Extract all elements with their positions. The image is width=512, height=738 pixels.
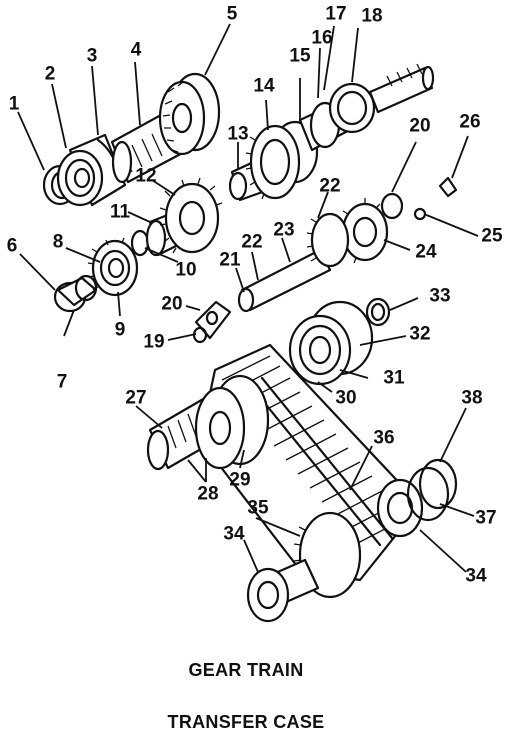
- part-label-10: 10: [175, 260, 196, 281]
- part-6-pilot-cap: [53, 274, 98, 313]
- part-label-32: 32: [409, 324, 430, 345]
- part-label-19: 19: [143, 332, 164, 353]
- part-label-22-lower: 22: [241, 232, 262, 253]
- part-label-33: 33: [429, 286, 450, 307]
- part-label-27: 27: [125, 388, 146, 409]
- part-label-34-left: 34: [223, 524, 245, 545]
- part-label-34-right: 34: [465, 566, 487, 587]
- part-label-18: 18: [361, 6, 382, 27]
- part-label-1: 1: [9, 94, 20, 115]
- part-5-drive-gear: [158, 72, 221, 156]
- part-label-8: 8: [53, 232, 64, 253]
- part-label-6: 6: [7, 236, 18, 257]
- part-label-21: 21: [219, 250, 241, 271]
- part-24-gear: [338, 192, 404, 264]
- part-label-3: 3: [87, 46, 98, 67]
- part-label-30: 30: [335, 388, 356, 409]
- part-label-24: 24: [415, 242, 437, 263]
- part-label-11: 11: [110, 202, 131, 223]
- part-label-25: 25: [481, 226, 503, 247]
- part-label-4: 4: [131, 40, 142, 61]
- part-label-15: 15: [289, 46, 311, 67]
- part-27-front-output-shaft: [146, 374, 270, 471]
- part-label-23: 23: [273, 220, 294, 241]
- part-label-12: 12: [135, 166, 156, 187]
- part-label-16: 16: [311, 28, 332, 49]
- part-label-35: 35: [247, 498, 269, 519]
- part-label-22-upper: 22: [319, 176, 340, 197]
- part-34-rear-output-shaft: [246, 511, 362, 623]
- part-label-26: 26: [459, 112, 480, 133]
- part-37-bearing: [376, 458, 458, 538]
- part-label-13: 13: [227, 124, 248, 145]
- part-label-37: 37: [475, 508, 496, 529]
- part-2-bearing-retainer: [56, 133, 127, 207]
- part-label-7: 7: [57, 372, 68, 393]
- part-label-20-lower: 20: [161, 294, 182, 315]
- part-23-countershaft: [237, 212, 350, 313]
- part-label-9: 9: [115, 320, 126, 341]
- part-label-14: 14: [253, 76, 275, 97]
- part-label-20-upper: 20: [409, 116, 430, 137]
- part-label-31: 31: [383, 368, 405, 389]
- caption-transfer-case: TRANSFER CASE: [167, 712, 325, 732]
- part-number-labels: 1 2 3 4 5 6 7 8 9 10 11 12 13 14 15 16 1…: [7, 4, 503, 587]
- part-20-lower-washer: [192, 300, 232, 344]
- caption-gear-train: GEAR TRAIN: [188, 660, 304, 680]
- leader-lines: [17, 23, 479, 573]
- part-label-29: 29: [229, 470, 250, 491]
- part-26-screw: [413, 176, 458, 221]
- part-12-helical-gear: [159, 177, 223, 254]
- part-label-28: 28: [197, 484, 218, 505]
- part-label-36: 36: [373, 428, 394, 449]
- part-label-5: 5: [227, 4, 238, 25]
- part-label-17: 17: [325, 4, 346, 25]
- part-label-2: 2: [45, 64, 56, 85]
- part-9-small-gear: [87, 237, 139, 297]
- part-label-38: 38: [461, 388, 482, 409]
- part-18-output-shaft: [298, 63, 435, 152]
